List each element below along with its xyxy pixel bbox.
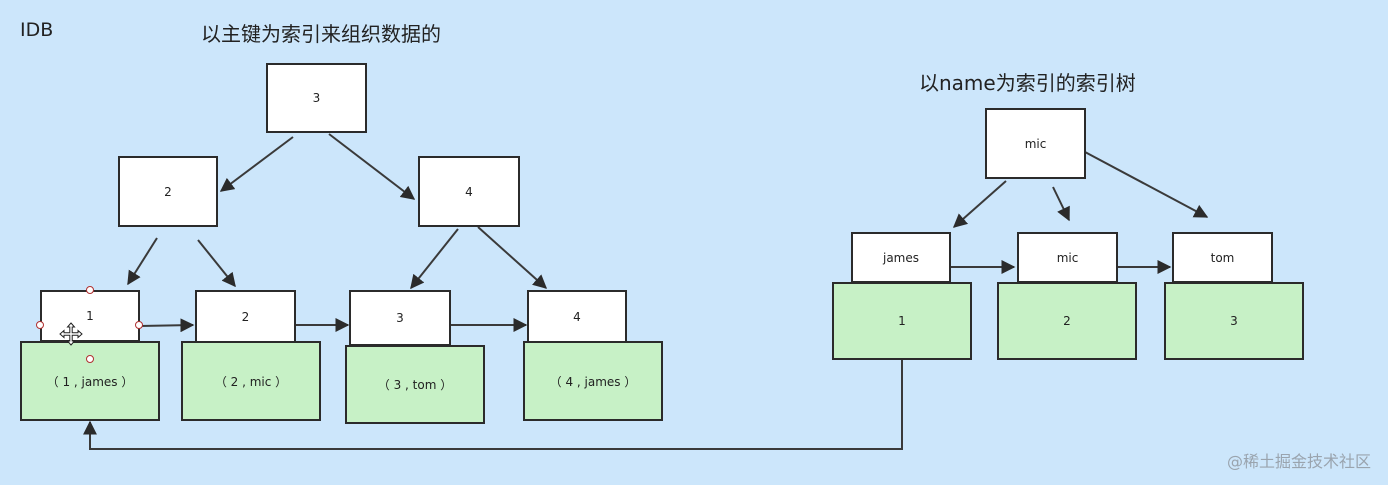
primary-leaf-key[interactable]: 2 xyxy=(195,290,296,343)
primary-key-tree-title: 以主键为索引来组织数据的 xyxy=(201,22,441,46)
selection-handle[interactable] xyxy=(135,321,143,329)
name-leaf-value[interactable]: 3 xyxy=(1164,282,1304,360)
edge-node-4-to-leaf-4 xyxy=(477,226,548,289)
link-leaf-1-to-2 xyxy=(139,318,195,333)
selection-handle[interactable] xyxy=(86,286,94,294)
idb-label: IDB xyxy=(20,19,54,41)
move-cursor-icon xyxy=(59,322,83,346)
edge-mic-to-mic xyxy=(1052,186,1070,222)
edge-node-4-to-leaf-3 xyxy=(410,228,459,290)
edge-node-2-to-leaf-1 xyxy=(127,237,158,286)
selection-handle[interactable] xyxy=(36,321,44,329)
primary-leaf-row[interactable]: （ 2 , mic ） xyxy=(181,341,321,421)
primary-leaf-key[interactable]: 3 xyxy=(349,290,451,346)
watermark: @稀土掘金技术社区 xyxy=(1226,452,1371,471)
primary-leaf-row[interactable]: （ 1 , james ） xyxy=(20,341,160,421)
selection-handle[interactable] xyxy=(86,355,94,363)
primary-leaf-key[interactable]: 4 xyxy=(527,290,627,343)
primary-internal-node[interactable]: 4 xyxy=(418,156,520,227)
name-leaf-key[interactable]: tom xyxy=(1172,232,1273,283)
edge-mic-to-james xyxy=(952,180,1007,228)
primary-internal-node[interactable]: 2 xyxy=(118,156,218,227)
primary-leaf-row[interactable]: （ 4 , james ） xyxy=(523,341,663,421)
name-leaf-value[interactable]: 2 xyxy=(997,282,1137,360)
edge-root-to-node-4 xyxy=(328,133,416,200)
name-index-tree-title: 以name为索引的索引树 xyxy=(919,71,1136,95)
edge-mic-to-tom xyxy=(1084,151,1209,218)
name-root-node[interactable]: mic xyxy=(985,108,1086,179)
primary-leaf-row[interactable]: （ 3 , tom ） xyxy=(345,345,485,424)
edge-root-to-node-2 xyxy=(219,136,294,192)
edge-node-2-to-leaf-2 xyxy=(197,239,236,288)
primary-leaf-key[interactable]: 1 xyxy=(40,290,140,342)
name-leaf-value[interactable]: 1 xyxy=(832,282,972,360)
name-leaf-key[interactable]: james xyxy=(851,232,951,283)
name-leaf-key[interactable]: mic xyxy=(1017,232,1118,283)
primary-root-node[interactable]: 3 xyxy=(266,63,367,133)
